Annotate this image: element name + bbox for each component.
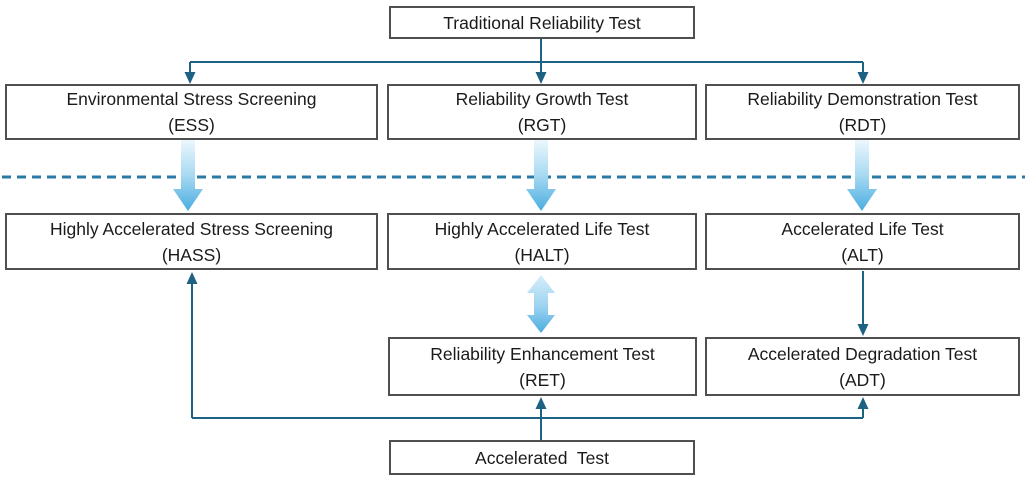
- arrowhead-ess-icon: [184, 72, 196, 84]
- arrow-ess-to-hass-icon: [173, 140, 203, 211]
- arrowhead-adt-top-icon: [857, 324, 869, 336]
- node-rdt-title: Reliability Demonstration Test: [747, 89, 978, 109]
- node-adt-title: Accelerated Degradation Test: [747, 343, 978, 364]
- thin-arrowheads: [184, 72, 869, 409]
- arrow-halt-ret-double-icon: [527, 275, 555, 333]
- arrow-rdt-to-alt-icon: [847, 140, 877, 211]
- arrowhead-hass-bottom-icon: [186, 272, 198, 284]
- node-adt-abbr: (ADT): [839, 369, 886, 390]
- node-alt-title: Accelerated Life Test: [781, 218, 944, 239]
- node-rdt-abbr: (RDT): [838, 115, 887, 135]
- arrowhead-ret-bottom-icon: [535, 397, 547, 409]
- node-hass: Highly Accelerated Stress Screening (HAS…: [5, 213, 378, 270]
- node-ret-abbr: (RET): [519, 369, 566, 390]
- node-ess-title: Environmental Stress Screening: [66, 89, 317, 109]
- node-traditional-reliability-test: Traditional Reliability Test: [389, 6, 695, 39]
- node-accelerated-test: Accelerated Test: [389, 440, 695, 475]
- thin-connectors: [189, 38, 864, 440]
- node-alt-abbr: (ALT): [841, 244, 884, 265]
- arrow-rgt-to-halt-icon: [526, 140, 556, 211]
- node-rgt: Reliability Growth Test (RGT): [387, 84, 697, 140]
- arrowhead-rdt-icon: [857, 72, 869, 84]
- node-rdt: Reliability Demonstration Test (RDT): [705, 84, 1020, 140]
- arrowhead-adt-bottom-icon: [857, 397, 869, 409]
- node-ess: Environmental Stress Screening (ESS): [5, 84, 378, 140]
- node-ess-abbr: (ESS): [168, 115, 215, 135]
- node-halt: Highly Accelerated Life Test (HALT): [387, 213, 697, 270]
- arrowhead-rgt-icon: [535, 72, 547, 84]
- node-traditional-label: Traditional Reliability Test: [443, 12, 641, 33]
- thick-gradient-arrows: [173, 140, 877, 333]
- node-ret-title: Reliability Enhancement Test: [430, 343, 655, 364]
- node-alt: Accelerated Life Test (ALT): [705, 213, 1020, 270]
- node-halt-abbr: (HALT): [514, 244, 570, 265]
- node-rgt-title: Reliability Growth Test: [455, 89, 629, 109]
- node-halt-title: Highly Accelerated Life Test: [434, 218, 650, 239]
- node-accelerated-label: Accelerated Test: [475, 447, 609, 468]
- node-hass-title: Highly Accelerated Stress Screening: [49, 218, 334, 239]
- node-rgt-abbr: (RGT): [517, 115, 567, 135]
- node-hass-abbr: (HASS): [161, 244, 222, 265]
- node-adt: Accelerated Degradation Test (ADT): [705, 337, 1020, 396]
- node-ret: Reliability Enhancement Test (RET): [388, 337, 697, 396]
